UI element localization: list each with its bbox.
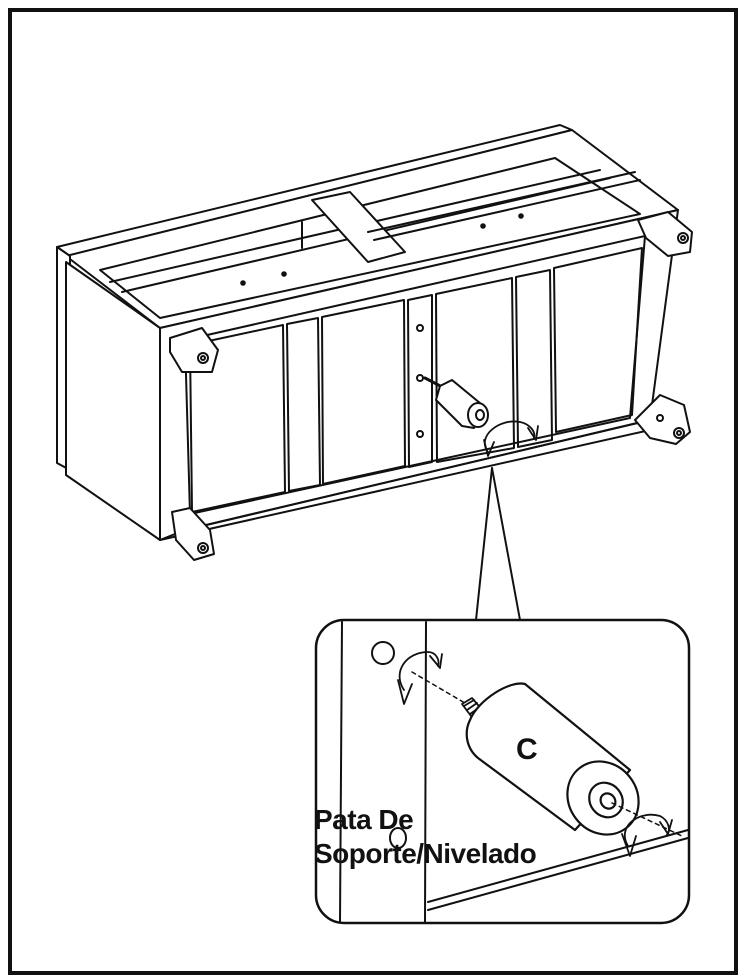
part-name-line2: Soporte/Nivelado [314,838,537,869]
screw-hole [389,827,407,849]
panel-edge [427,837,689,911]
screw-hole [416,430,424,438]
axis-line [411,671,471,707]
detail-inset [314,618,691,925]
panel-edge [427,829,689,903]
axis-line [611,802,683,837]
rotate-arrow-icon [397,651,443,705]
door-panel [286,317,321,492]
front-inner-frame [184,235,646,515]
corner-foot-back-right [637,211,693,257]
door-panel [435,277,515,463]
panel-edge [424,621,427,923]
door-panel [553,247,643,433]
panel-edge [339,621,343,923]
corner-foot-bottom-right [634,394,691,445]
rotate-arrow-icon [621,813,673,857]
screw-hole [416,374,424,382]
zoom-leader-line [475,467,493,621]
cabinet-bottom-edge [184,419,651,531]
leveling-leg-small [423,376,489,429]
door-panel [515,269,553,448]
screw-hole [281,271,287,277]
part-letter-label: C [516,733,538,766]
door-panel [321,299,406,485]
cabinet-bottom-edge [159,429,651,541]
door-panel [189,324,286,513]
corner-foot-bottom-left [171,507,215,561]
cabinet-rail [373,179,641,241]
rotate-arrow-icon [483,420,539,457]
screw-hole [416,324,424,332]
part-name-line1: Pata De [314,804,414,835]
corner-foot-front-left [169,327,219,373]
part-name-label: Pata De Soporte/Nivelado [314,803,537,871]
screw-hole [518,213,524,219]
screw-hole [480,223,486,229]
screw-hole [371,641,395,665]
center-divider [311,191,406,263]
cabinet-rail [367,171,636,233]
center-stile [407,294,433,468]
cabinet-overview [56,124,693,561]
zoom-leader-line [491,467,521,621]
screw-hole [240,280,246,286]
